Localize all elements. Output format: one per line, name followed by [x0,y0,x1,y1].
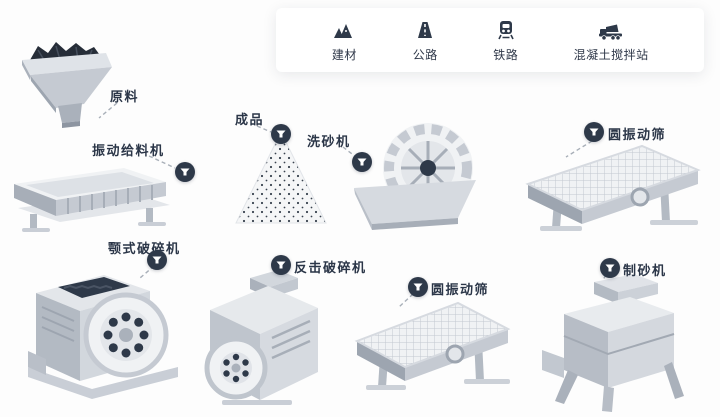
node-impact-crusher [192,266,332,411]
circular-screen-bottom-badge-icon [408,277,428,297]
sand-maker-illustration [542,274,684,412]
legend-item-building-materials: 建材 [331,18,357,63]
vibrating-feeder-illustration [14,168,170,232]
connector-raw-material [98,102,118,119]
label-finished-product: 成品 [235,112,265,127]
highway-icon [413,18,437,42]
node-jaw-crusher [20,255,185,405]
circular-screen-top-badge-icon [584,122,604,142]
sand-pile-illustration [235,130,327,224]
legend-box: 建材 公路 铁路 [276,8,704,72]
jaw-crusher-badge-icon [147,250,167,270]
connector-sand-washer [342,146,357,158]
node-sand-washer [352,120,482,230]
circular-screen-bottom-illustration [354,301,511,390]
node-raw-material-hopper [18,36,113,128]
circular-screen-top-illustration [525,144,701,231]
label-circular-screen-bottom: 圆振动筛 [431,282,490,297]
node-sand-maker [538,274,688,414]
connector-finished-product [256,125,272,133]
legend-item-railway: 铁路 [493,18,518,63]
concrete-mixer-truck-icon [597,18,625,42]
vibrating-feeder-badge-icon [175,162,195,182]
sand-maker-badge-icon [600,258,620,278]
node-vibrating-feeder [8,158,178,236]
label-circular-screen-top: 圆振动筛 [608,127,667,142]
node-finished-product-pile [233,128,328,228]
finished-product-badge-icon [271,124,291,144]
legend-label: 混凝土搅拌站 [573,47,649,62]
legend-label: 建材 [331,47,357,62]
node-circular-screen-bottom [350,293,515,398]
node-circular-screen-top [520,138,705,238]
legend-item-concrete-plant: 混凝土搅拌站 [574,18,649,63]
impact-crusher-badge-icon [271,255,291,275]
label-sand-maker: 制砂机 [623,263,667,278]
railway-icon [494,18,518,42]
legend-item-highway: 公路 [413,18,438,63]
label-vibrating-feeder: 振动给料机 [92,143,165,158]
hopper-illustration [22,42,112,128]
jaw-crusher-illustration [28,275,178,399]
sand-washer-badge-icon [352,152,372,172]
building-materials-icon [331,18,357,42]
label-jaw-crusher: 颚式破碎机 [108,241,181,256]
connector-screen-bottom [398,293,414,308]
connector-vibrating-feeder [148,155,176,169]
connector-screen-top [565,140,593,158]
label-impact-crusher: 反击破碎机 [294,260,367,275]
label-raw-material: 原料 [110,89,140,104]
impact-crusher-illustration [204,270,318,405]
label-sand-washer: 洗砂机 [307,134,351,149]
legend-label: 铁路 [493,47,519,62]
legend-label: 公路 [412,47,438,62]
sand-washer-illustration [354,123,476,230]
